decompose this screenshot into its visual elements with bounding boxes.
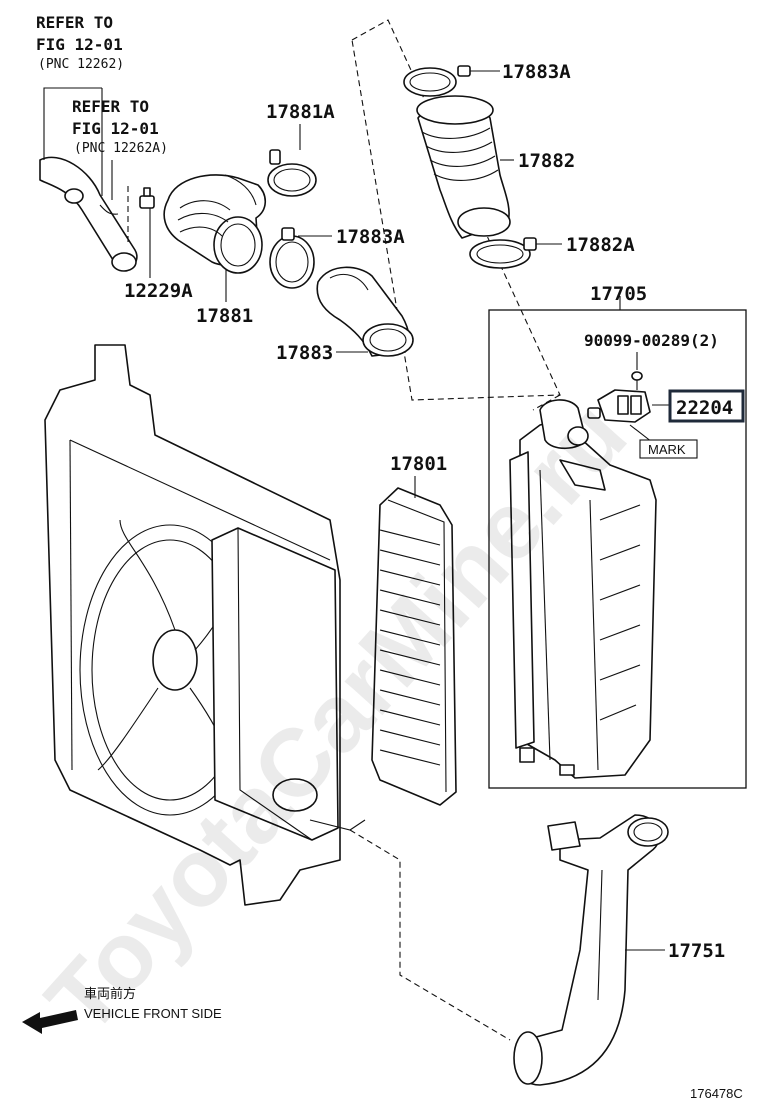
fitting-12229A bbox=[127, 186, 155, 246]
duct-17882 bbox=[416, 95, 511, 239]
label-22204: 22204 bbox=[676, 397, 733, 419]
ref1-line2: FIG 12-01 bbox=[36, 35, 123, 54]
label-17801: 17801 bbox=[390, 453, 447, 475]
assy-17705-frame bbox=[488, 309, 747, 789]
label-17883: 17883 bbox=[276, 342, 333, 364]
orientation-jp: 車両前方 bbox=[84, 986, 136, 1001]
clamp-17881A bbox=[267, 149, 317, 197]
radiator-fan-assembly bbox=[44, 344, 366, 906]
label-17881A: 17881A bbox=[266, 101, 335, 123]
ref1-line1: REFER TO bbox=[36, 13, 113, 32]
figure-id: 176478C bbox=[690, 1086, 743, 1101]
clamp-17882A bbox=[469, 237, 537, 269]
hose-17881 bbox=[163, 174, 267, 274]
highlight-22204-box bbox=[668, 389, 745, 423]
label-17882A: 17882A bbox=[566, 234, 635, 256]
air-cleaner-case bbox=[509, 399, 657, 779]
vehicle-front-arrow-icon bbox=[22, 1010, 78, 1034]
mark-box bbox=[639, 439, 698, 459]
label-12229A: 12229A bbox=[124, 280, 193, 302]
label-17882: 17882 bbox=[518, 150, 575, 172]
ref1-leader bbox=[43, 87, 102, 160]
label-90099: 90099-00289(2) bbox=[584, 331, 719, 350]
hose-17883 bbox=[316, 266, 414, 357]
label-17705: 17705 bbox=[590, 283, 647, 305]
screw-90099 bbox=[631, 371, 643, 390]
radiator-to-hose-dashed bbox=[349, 829, 511, 1041]
ref2-line3: (PNC 12262A) bbox=[74, 141, 168, 156]
label-17751: 17751 bbox=[668, 940, 725, 962]
mark-label: MARK bbox=[648, 442, 686, 457]
ref2-line2: FIG 12-01 bbox=[72, 119, 159, 138]
leader-mark bbox=[629, 424, 653, 443]
inlet-duct-17751 bbox=[513, 814, 669, 1086]
orientation-en: VEHICLE FRONT SIDE bbox=[84, 1006, 222, 1021]
ref2-line1: REFER TO bbox=[72, 97, 149, 116]
label-17881: 17881 bbox=[196, 305, 253, 327]
air-filter-17801 bbox=[371, 487, 457, 806]
ref1-line3: (PNC 12262) bbox=[38, 57, 124, 72]
clamp-17883A-mid bbox=[269, 227, 315, 289]
clamp-17883A-top bbox=[403, 65, 471, 97]
reference-hose bbox=[39, 156, 138, 272]
label-17883A-top: 17883A bbox=[502, 61, 571, 83]
sensor-22204 bbox=[587, 389, 651, 423]
label-17883A-mid: 17883A bbox=[336, 226, 405, 248]
